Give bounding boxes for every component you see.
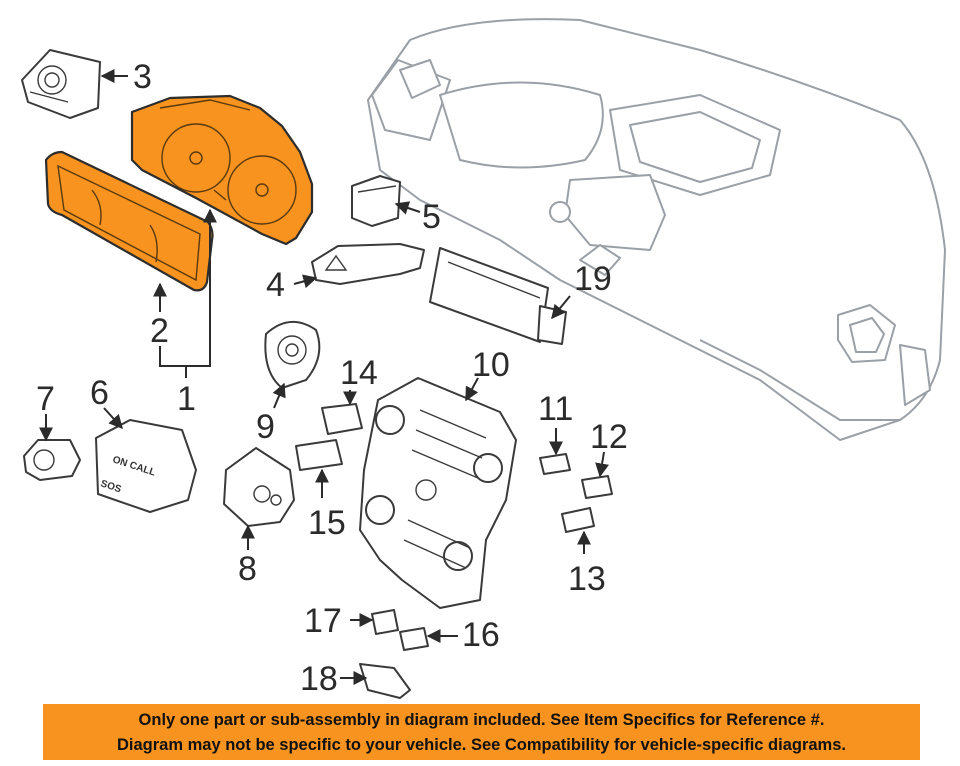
part-8-headlight-switch xyxy=(223,447,295,527)
callout-15: 15 xyxy=(308,504,346,542)
callout-17: 17 xyxy=(304,602,342,640)
part-15-switch xyxy=(295,439,343,471)
callout-16: 16 xyxy=(462,616,500,654)
part-2-cluster-lens xyxy=(44,150,214,292)
part-9-rotary-switch xyxy=(264,321,321,389)
disclaimer-line-1: Only one part or sub-assembly in diagram… xyxy=(138,711,825,729)
disclaimer-banner: Only one part or sub-assembly in diagram… xyxy=(43,704,920,760)
part-17-switch xyxy=(371,609,399,635)
callout-12: 12 xyxy=(590,418,628,456)
callout-19: 19 xyxy=(574,260,612,298)
callout-18: 18 xyxy=(300,660,338,698)
disclaimer-line-2: Diagram may not be specific to your vehi… xyxy=(117,736,846,754)
part-16-switch xyxy=(399,627,429,651)
callout-8: 8 xyxy=(238,550,257,588)
callout-14: 14 xyxy=(340,354,378,392)
callout-10: 10 xyxy=(472,346,510,384)
callout-2: 2 xyxy=(150,312,169,350)
part-5-switch xyxy=(351,175,401,227)
callout-1: 1 xyxy=(177,380,196,418)
callout-3: 3 xyxy=(133,58,152,96)
callout-6: 6 xyxy=(90,374,109,412)
callout-4: 4 xyxy=(266,266,285,304)
part-13-switch xyxy=(561,507,595,533)
part-11-switch xyxy=(539,453,571,475)
part-3-switch-module xyxy=(21,49,101,119)
callout-13: 13 xyxy=(568,560,606,598)
part-1-instrument-cluster xyxy=(130,94,314,246)
callout-9: 9 xyxy=(256,408,275,446)
part-14-switch xyxy=(321,403,363,435)
part-7-sensor xyxy=(23,439,81,481)
callout-7: 7 xyxy=(36,380,55,418)
part-6-on-call-sos-module: ON CALL SOS xyxy=(95,419,197,513)
part-12-switch xyxy=(581,475,613,499)
callout-5: 5 xyxy=(422,198,441,236)
part-10-climate-control-panel xyxy=(359,377,517,609)
part-18-trim-cover xyxy=(359,663,411,699)
part-4-hazard-switch xyxy=(311,243,425,285)
callout-11: 11 xyxy=(538,390,573,428)
dashboard-outline xyxy=(367,18,946,441)
